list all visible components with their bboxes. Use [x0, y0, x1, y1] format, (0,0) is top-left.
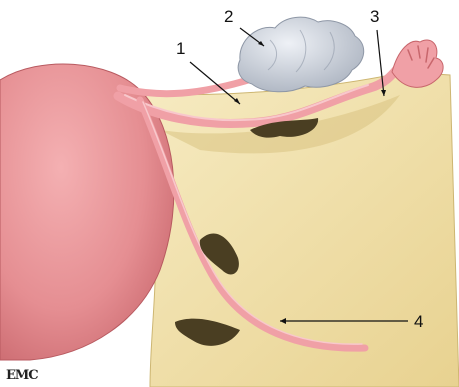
emc-logo: EMC [6, 368, 38, 383]
ovary [238, 17, 364, 92]
callout-2: 2 [224, 7, 233, 26]
callout-3: 3 [370, 7, 379, 26]
callout-1: 1 [176, 39, 185, 58]
callout-4: 4 [414, 312, 423, 331]
ovarian-ligament [120, 78, 255, 94]
